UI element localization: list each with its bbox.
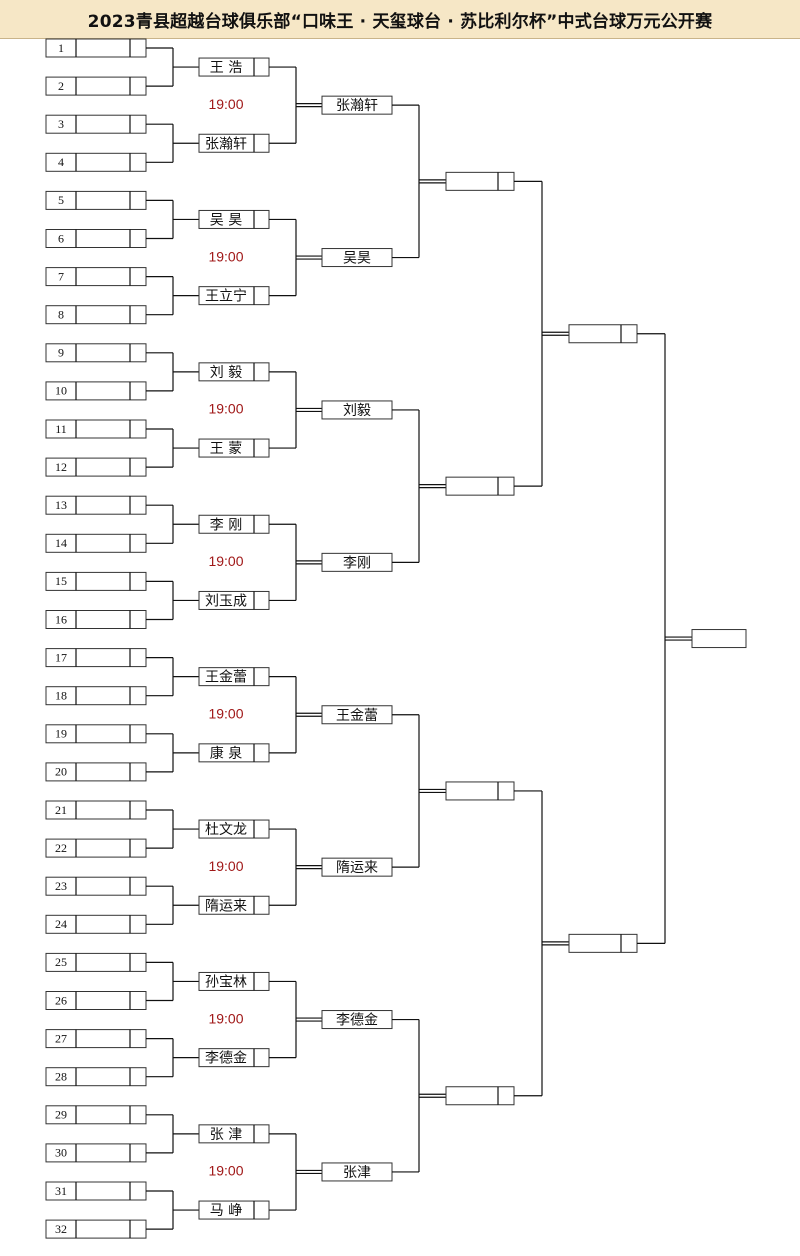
round2-player: 孙宝林	[205, 974, 247, 990]
round3-player: 张津	[343, 1165, 371, 1181]
match-time-label: 19:00	[208, 401, 243, 417]
round3-player: 张瀚轩	[336, 98, 378, 114]
slot-number: 23	[55, 879, 67, 893]
slot-number: 27	[55, 1031, 67, 1045]
slot-number: 25	[55, 955, 67, 969]
round2-player: 王 浩	[210, 60, 242, 76]
round2-player: 刘玉成	[205, 593, 247, 609]
slot-number: 1	[58, 41, 64, 55]
round2-player: 张 津	[210, 1127, 242, 1143]
match-time-label: 19:00	[208, 705, 243, 721]
round2-player: 杜文龙	[205, 822, 247, 838]
bracket-title: 2023青县超越台球俱乐部“口味王 · 天玺球台 · 苏比利尔杯”中式台球万元公…	[0, 0, 800, 39]
round4-box	[445, 171, 515, 191]
round2-player: 刘 毅	[210, 364, 242, 381]
slot-number: 29	[55, 1108, 67, 1122]
slot-number: 8	[58, 307, 64, 321]
slot-number: 6	[58, 231, 64, 245]
match-time-label: 19:00	[208, 96, 243, 112]
round2-player: 吴 昊	[210, 212, 242, 228]
round2-player: 隋运来	[205, 898, 247, 914]
round2-player: 王 蒙	[210, 441, 242, 457]
round4-box	[445, 781, 515, 801]
slot-number: 16	[55, 612, 67, 626]
round3-player: 吴昊	[343, 251, 371, 267]
slot-number: 13	[55, 498, 67, 512]
match-time-label: 19:00	[208, 858, 243, 874]
slot-number: 32	[55, 1222, 67, 1236]
slot-number: 26	[55, 993, 67, 1007]
round3-player: 王金蕾	[336, 708, 378, 724]
slot-number: 9	[58, 346, 64, 360]
match-time-label: 19:00	[208, 1010, 243, 1026]
slot-number: 15	[55, 574, 67, 588]
slot-number: 7	[58, 269, 64, 283]
round2-player: 李 刚	[210, 517, 242, 533]
slot-number: 30	[55, 1146, 67, 1160]
match-time-label: 19:00	[208, 248, 243, 264]
round2-player: 张瀚轩	[205, 136, 247, 152]
round2-player: 王立宁	[205, 288, 247, 305]
slot-number: 22	[55, 841, 67, 855]
slot-number: 14	[55, 536, 67, 550]
round5-box	[568, 933, 638, 953]
slot-number: 18	[55, 688, 67, 702]
slot-number: 12	[55, 460, 67, 474]
round3-player: 刘毅	[343, 402, 371, 419]
match-time-label: 19:00	[208, 1163, 243, 1179]
slot-number: 17	[55, 650, 67, 664]
round2-player: 王金蕾	[205, 670, 247, 686]
match-time-label: 19:00	[208, 553, 243, 569]
round3-player: 隋运来	[336, 860, 378, 876]
round4-box	[445, 1086, 515, 1106]
slot-number: 31	[55, 1184, 67, 1198]
round4-box	[445, 476, 515, 496]
slot-number: 3	[58, 117, 64, 131]
slot-number: 19	[55, 727, 67, 741]
round3-player: 李德金	[336, 1013, 378, 1029]
round2-player: 李德金	[205, 1051, 247, 1067]
round5-box	[568, 324, 638, 344]
slot-number: 10	[55, 384, 67, 398]
slot-number: 5	[58, 193, 64, 207]
slot-number: 11	[55, 422, 67, 436]
slot-number: 24	[55, 917, 67, 931]
round2-player: 康 泉	[210, 745, 242, 762]
slot-number: 28	[55, 1069, 67, 1083]
slot-number: 4	[58, 155, 64, 169]
slot-number: 2	[58, 79, 64, 93]
champion-box	[691, 629, 747, 649]
slot-number: 20	[55, 765, 67, 779]
round2-player: 马 峥	[210, 1203, 242, 1219]
round3-player: 李刚	[343, 555, 371, 571]
slot-number: 21	[55, 803, 67, 817]
